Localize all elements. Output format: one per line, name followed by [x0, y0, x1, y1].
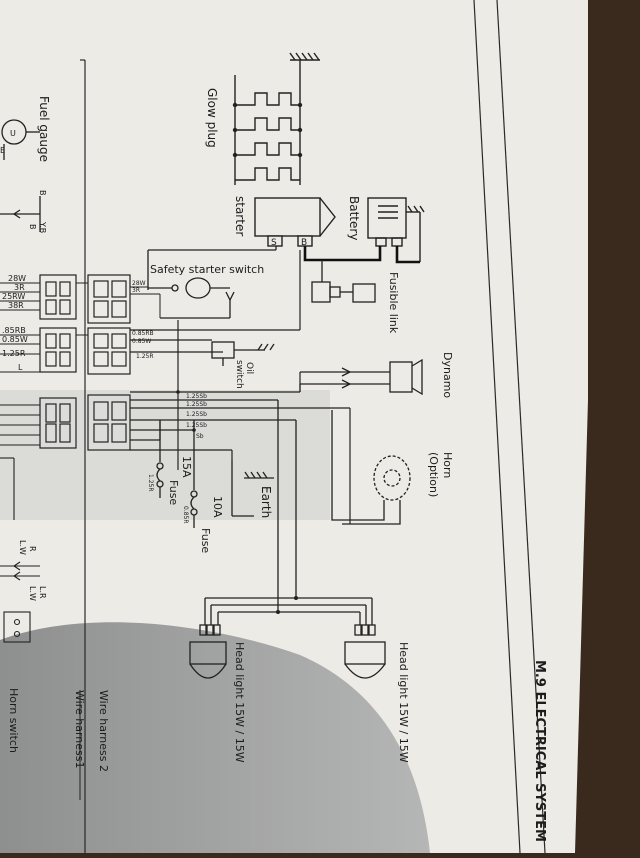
lower-left-wiring: [0, 457, 40, 643]
bus-label-5: Sb: [196, 433, 204, 440]
grey-region: [0, 390, 330, 520]
fuse-10a-wire: 0.85R: [182, 506, 189, 524]
fuse-15a-label-2: Fuse: [167, 480, 180, 505]
section-title: M.9 ELECTRICAL SYSTEM: [532, 660, 547, 842]
left-connector-wires: [0, 282, 88, 446]
fusible-link-symbol: [311, 260, 376, 303]
wire-code-left-2: 3R: [14, 283, 25, 292]
connector-left-upper: [39, 274, 77, 320]
glow-plug-label: Glow plug: [205, 88, 219, 148]
glow-plug-symbol: [234, 52, 320, 185]
bus-label-1: 1.25Sb: [186, 393, 207, 400]
wire-code-left-6: 0.85W: [2, 335, 28, 344]
fuse-15a-wire: 1.25R: [147, 474, 154, 492]
wire-code-left-7: 1.25R: [2, 349, 26, 358]
connector-mid-lower: [87, 327, 131, 375]
earth-symbol: [231, 460, 274, 517]
page-border: [80, 0, 546, 854]
oil-switch-symbol: [211, 341, 275, 366]
bus-wires: [130, 250, 351, 524]
horn-label-1: Horn: [441, 452, 454, 478]
horn-label-2: (Option): [427, 452, 440, 497]
battery-symbol: [367, 197, 425, 262]
fuel-gauge-symbol: [0, 119, 41, 232]
headlight-lower-symbol: [189, 624, 227, 679]
earth-label: Earth: [259, 486, 273, 518]
wire-code-left-5: .85RB: [2, 326, 26, 335]
wire-code-left-8: L: [18, 363, 23, 372]
fuel-gauge-wire-2: Y.B: [38, 221, 47, 233]
connector-left-bottom: [39, 397, 77, 449]
wire-code-mid-5: 1.25R: [136, 353, 154, 360]
fuel-gauge-terminal-u: U: [10, 129, 16, 138]
wire-code-mid-2: 3R: [132, 287, 140, 294]
oil-switch-label-2: switch: [234, 360, 244, 389]
battery-label: Battery: [347, 196, 361, 240]
lower-left-wire-4: L.W: [28, 586, 37, 601]
oil-switch-label-1: Oil: [244, 362, 254, 374]
horn-symbol: [373, 455, 411, 501]
dynamo-symbol: [300, 358, 423, 396]
bus-label-3: 1.25Sb: [186, 411, 207, 418]
battery-cables: [303, 246, 420, 264]
safety-switch-symbol: [147, 246, 277, 319]
fuel-gauge-wire-3: B: [28, 224, 37, 230]
headlight-junctions: [276, 596, 298, 614]
wire-code-mid-3: 0.85RB: [132, 330, 154, 337]
wire-code-left-1: 28W: [8, 274, 26, 283]
starter-terminal-s: S: [271, 238, 277, 248]
headlight-upper-label: Head light 15W / 15W: [397, 642, 410, 763]
harness-label-2: Wire harness 2: [97, 690, 110, 772]
lower-left-wire-2: L.W: [18, 540, 27, 555]
fuse-10a-label-2: Fuse: [199, 528, 212, 553]
wire-code-mid-1: 28W: [132, 280, 146, 287]
connector-mid-bottom: [87, 394, 131, 451]
fusible-link-label: Fusible link: [387, 272, 400, 334]
headlight-upper-symbol: [344, 624, 386, 679]
dynamo-label: Dynamo: [441, 352, 454, 398]
lower-left-wire-3: L.R: [38, 586, 47, 599]
fuse-10a-label-1: 10A: [211, 496, 224, 518]
fuel-gauge-label: Fuel gauge: [37, 96, 51, 162]
horn-wiring: [331, 410, 401, 525]
horn-switch-label: Horn switch: [7, 688, 20, 753]
bus-label-2: 1.25Sb: [186, 401, 207, 408]
wire-code-mid-4: 0.85W: [132, 338, 151, 345]
glow-plug-junctions: [232, 102, 303, 158]
fuse-15a-label-1: 15A: [180, 456, 193, 478]
wire-code-left-4: 38R: [8, 301, 24, 310]
fuel-gauge-terminal-e: E: [0, 146, 5, 155]
headlight-wiring: [204, 400, 373, 625]
headlight-lower-label: Head light 15W / 15W: [233, 642, 246, 763]
wire-code-left-3: 25RW: [2, 292, 25, 301]
bus-junctions: [176, 390, 196, 432]
safety-switch-label: Safety starter switch: [150, 263, 264, 276]
starter-label: starter: [233, 196, 247, 236]
starter-terminal-b: B: [301, 238, 307, 248]
photo-shadow: [0, 622, 430, 853]
bus-label-4: 1.25Sb: [186, 422, 207, 429]
lower-left-wire-1: R: [28, 546, 37, 552]
connector-left-lower: [39, 327, 77, 373]
starter-symbol: [254, 197, 336, 247]
fuel-gauge-wire-1: B: [38, 190, 47, 196]
mid-connector-wires: [130, 286, 161, 318]
connector-mid-upper: [87, 274, 131, 324]
